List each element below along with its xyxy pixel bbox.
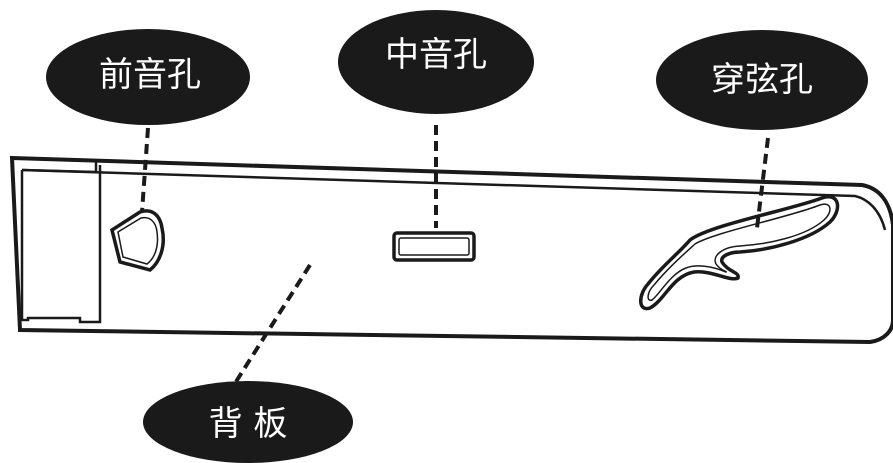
front-sound-hole xyxy=(109,209,165,272)
string-threading-hole xyxy=(639,195,840,311)
label-string-hole: 穿弦孔 xyxy=(656,30,868,130)
label-back-board-text: 背 板 xyxy=(209,404,288,444)
leader-front-hole xyxy=(140,127,150,213)
label-back-board: 背 板 xyxy=(143,381,353,463)
label-middle-hole: 中音孔 xyxy=(338,10,534,114)
label-front-hole: 前音孔 xyxy=(46,29,250,125)
label-front-hole-text: 前音孔 xyxy=(99,55,201,95)
leader-back-board xyxy=(230,263,312,390)
label-middle-hole-text: 中音孔 xyxy=(385,35,487,75)
label-string-hole-text: 穿弦孔 xyxy=(711,60,813,100)
middle-sound-hole xyxy=(392,231,476,262)
